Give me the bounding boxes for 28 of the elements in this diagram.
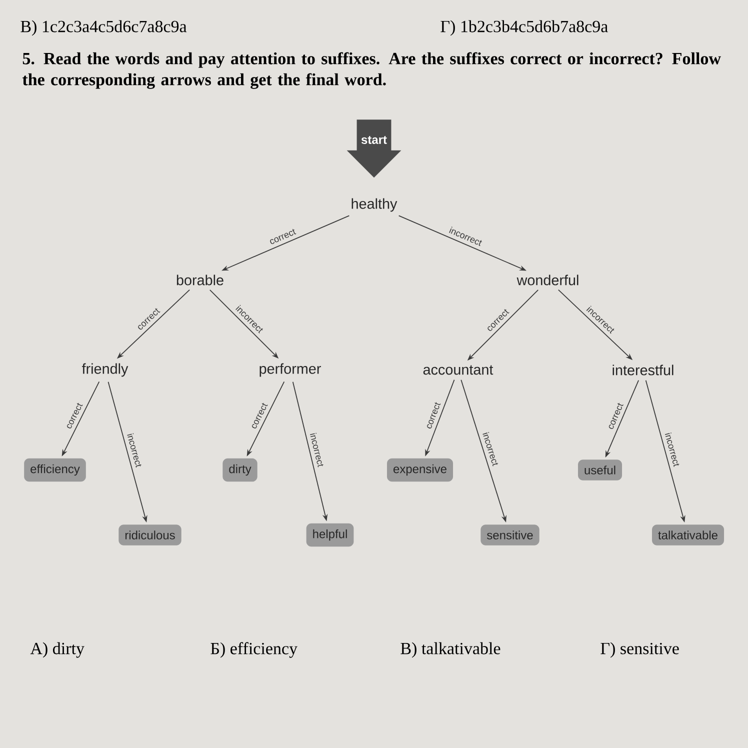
answer-option: В) talkativable (400, 642, 500, 658)
word-text: healthy (352, 198, 398, 212)
edge-label: incorrect (308, 431, 326, 469)
edge-label: correct (267, 227, 298, 246)
word-text: friendly (82, 363, 128, 377)
word-text: interestful (612, 364, 674, 376)
word-box: expensive (386, 458, 454, 482)
word-text: accountant (423, 365, 494, 375)
word-box: talkativable (652, 524, 724, 546)
word-box: ridiculous (118, 524, 182, 546)
word-box: helpful (306, 523, 354, 547)
answer-key: Г) 1b2c3b4c5d6b7a8c9a (440, 20, 608, 36)
edge-label: incorrect (664, 430, 682, 468)
word-box: useful (578, 460, 622, 480)
edge-label: correct (424, 400, 442, 431)
word-text: wonderful (516, 274, 578, 286)
question-text: 5. Read the words and pay attention to suffixes. Are the suffixes correct or incorrect? Follow the corresponding arrows and get the final word. (22, 52, 721, 89)
answer-option: А) dirty (30, 642, 84, 658)
edge-label: incorrect (126, 431, 144, 469)
word-box: efficiency (24, 458, 86, 482)
word-box: sensitive (480, 524, 540, 546)
answer-option: Б) efficiency (210, 642, 298, 658)
answer-option: Г) sensitive (600, 642, 679, 658)
word-text: borable (176, 274, 224, 286)
word-box: dirty (222, 458, 258, 482)
answer-key: В) 1c2c3a4c5d6c7a8c9a (20, 20, 187, 36)
edge-label: correct (606, 401, 625, 432)
word-text: performer (260, 363, 321, 377)
